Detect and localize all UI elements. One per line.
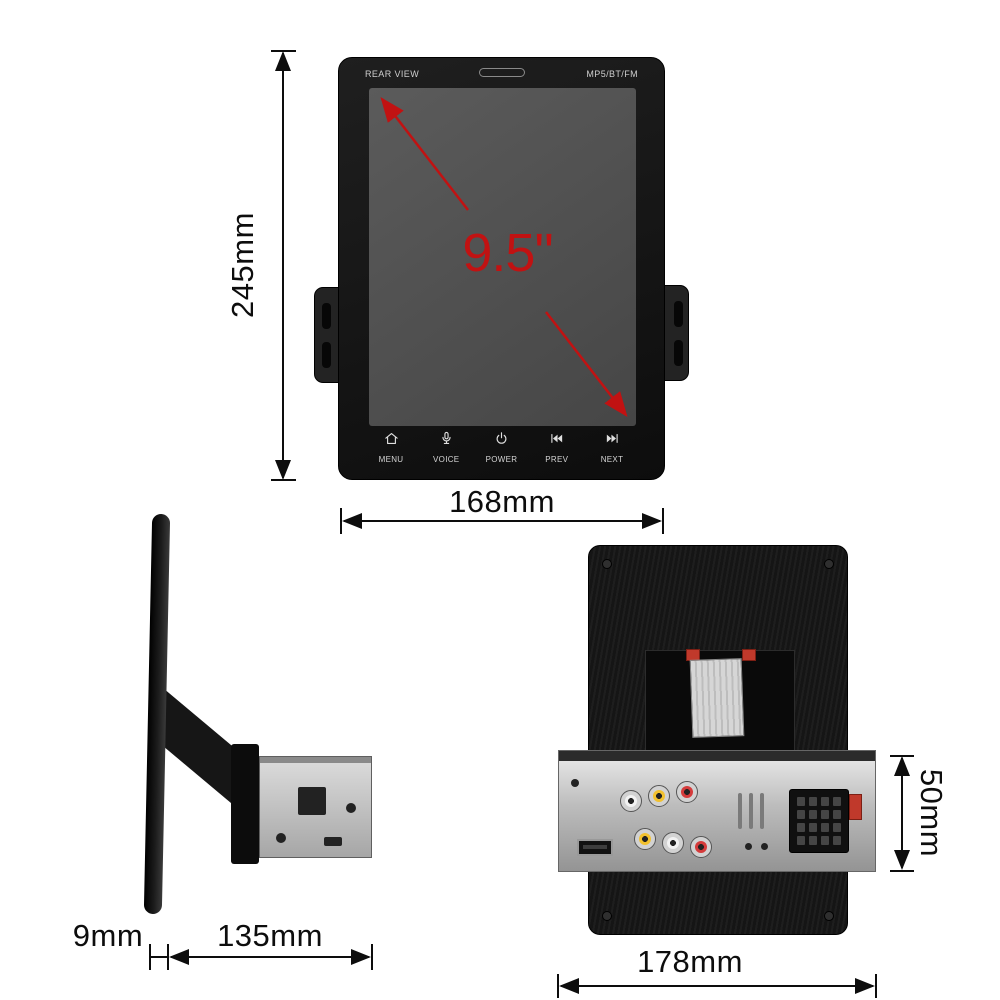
chassis-round-hole [571, 779, 579, 787]
chassis-round-hole [745, 843, 752, 850]
vent-slot [738, 793, 742, 829]
screen-size-label: 9.5" [462, 223, 553, 283]
screw-icon [602, 911, 612, 921]
side-mount-arm [163, 688, 235, 807]
screw-icon [824, 559, 834, 569]
prev-button: PREV [531, 430, 583, 464]
next-track-icon [604, 430, 621, 452]
bracket-slot [322, 342, 331, 368]
thickness-dimension-label: 9mm [72, 918, 144, 953]
button-label: MENU [378, 455, 404, 464]
height-dimension-label: 245mm [225, 212, 260, 318]
previous-track-icon [548, 430, 565, 452]
bracket-slot [674, 301, 683, 327]
chassis-cage-lip [559, 751, 875, 761]
rca-jack-yellow [648, 785, 670, 807]
depth-dimension-label: 135mm [217, 918, 323, 953]
chassis-top-lip [260, 757, 371, 763]
bracket-slot [322, 303, 331, 329]
power-harness-connector [789, 789, 849, 853]
button-label: POWER [485, 455, 518, 464]
rca-jack-red [676, 781, 698, 803]
button-label: NEXT [600, 455, 624, 464]
next-button: NEXT [586, 430, 638, 464]
microphone-icon [438, 430, 455, 452]
menu-button: MENU [365, 430, 417, 464]
rca-jack-white [662, 832, 684, 854]
power-connector-red-tab [849, 794, 862, 820]
button-label: PREV [545, 455, 569, 464]
chassis-height-dimension-label: 50mm [914, 768, 949, 858]
chassis-round-hole [346, 803, 356, 813]
right-mount-bracket [661, 285, 689, 381]
screw-icon [824, 911, 834, 921]
vent-slot [749, 793, 753, 829]
chassis-slot-hole [324, 837, 342, 846]
mount-recess [645, 649, 795, 762]
side-mount-plate [231, 744, 259, 864]
rear-view-label: REAR VIEW [365, 69, 420, 79]
home-icon [383, 430, 400, 452]
front-button-row: MENU VOICE POWER [365, 424, 638, 470]
power-icon [493, 430, 510, 452]
screw-icon [602, 559, 612, 569]
usb-port [577, 839, 613, 856]
ribbon-clip-right [742, 649, 756, 661]
rca-jack-white [620, 790, 642, 812]
side-chassis-box [259, 756, 372, 858]
chassis-round-hole [761, 843, 768, 850]
width-dimension-label: 168mm [449, 484, 555, 519]
bracket-slot [674, 340, 683, 366]
speaker-grille-icon [478, 68, 525, 77]
ribbon-cable [689, 658, 745, 738]
rca-jack-red [690, 836, 712, 858]
chassis-square-hole [298, 787, 326, 815]
rear-width-dimension-label: 178mm [637, 944, 743, 979]
power-button: POWER [476, 430, 528, 464]
rear-chassis [558, 750, 876, 872]
left-mount-bracket [314, 287, 342, 383]
chassis-round-hole [276, 833, 286, 843]
button-label: VOICE [433, 455, 460, 464]
vent-slot [760, 793, 764, 829]
mp5-bt-fm-label: MP5/BT/FM [586, 69, 638, 79]
voice-button: VOICE [420, 430, 472, 464]
rca-jack-yellow [634, 828, 656, 850]
